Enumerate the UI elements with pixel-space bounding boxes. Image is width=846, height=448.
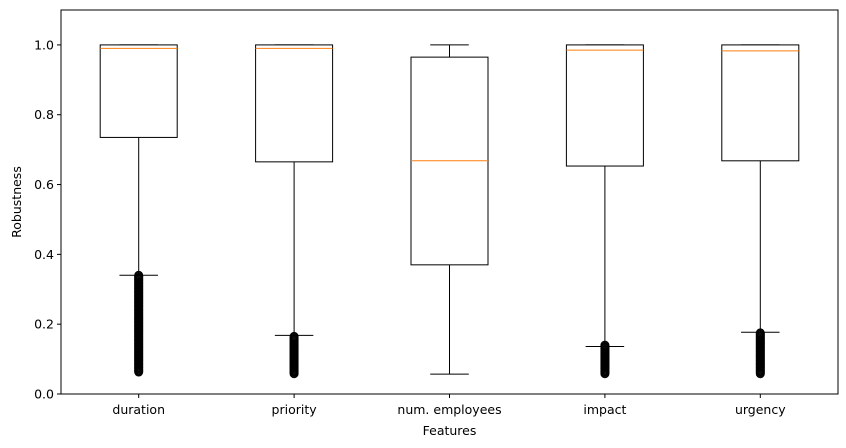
y-tick-label: 1.0 xyxy=(34,37,54,52)
y-tick-label: 0.0 xyxy=(34,387,54,402)
axes-layer: 0.0 0.2 0.4 0.6 0.8 1.0 duration priority num. e… xyxy=(34,37,786,417)
y-tick-label: 0.6 xyxy=(34,177,54,192)
y-tick-label: 0.4 xyxy=(34,247,54,262)
x-tick-label: num. employees xyxy=(397,402,501,417)
box xyxy=(99,44,178,138)
y-axis-label: Robustness xyxy=(9,166,24,238)
box xyxy=(255,44,334,163)
x-tick-label: duration xyxy=(112,402,165,417)
y-tick-label: 0.2 xyxy=(34,317,54,332)
plot-frame xyxy=(60,9,839,395)
x-axis-label: Features xyxy=(423,423,477,438)
box xyxy=(565,44,644,167)
marks-layer xyxy=(99,44,800,379)
x-tick-label: urgency xyxy=(735,402,786,417)
y-tick-label: 0.8 xyxy=(34,107,54,122)
box xyxy=(721,44,800,162)
x-tick-label: priority xyxy=(272,402,318,417)
x-tick-label: impact xyxy=(583,402,626,417)
